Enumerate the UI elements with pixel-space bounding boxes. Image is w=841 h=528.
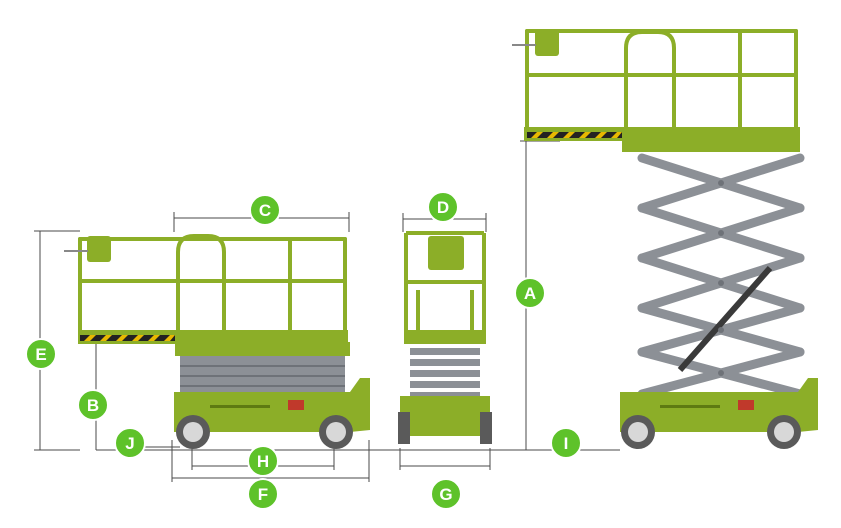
scissor-mechanism [637,153,805,399]
badge-h: H [247,445,279,477]
badge-c: C [249,194,281,226]
badge-f-label: F [258,485,268,504]
badge-e-label: E [35,345,46,364]
raised-side-view [512,29,818,449]
dimension-badges: A B C D E F G H [25,191,582,510]
badge-i: I [550,427,582,459]
stowed-side-view [64,234,370,449]
platform-guardrail [78,234,347,334]
badge-j-label: J [125,434,134,453]
badge-b: B [77,389,109,421]
front-control-box [428,236,464,270]
badge-e: E [25,338,57,370]
badge-h-label: H [257,452,269,471]
badge-j: J [114,427,146,459]
badge-b-label: B [87,396,99,415]
front-chassis [400,396,490,436]
front-view [398,231,492,444]
badge-g-label: G [439,485,452,504]
badge-a: A [514,277,546,309]
badge-d: D [427,191,459,223]
badge-c-label: C [259,201,271,220]
badge-d-label: D [437,198,449,217]
badge-i-label: I [564,434,569,453]
raised-control-box [535,30,559,56]
badge-g: G [430,478,462,510]
badge-a-label: A [524,284,536,303]
badge-f: F [247,478,279,510]
control-box [87,236,111,262]
front-scissor-stack [410,348,480,399]
lift-cylinder [677,266,773,372]
